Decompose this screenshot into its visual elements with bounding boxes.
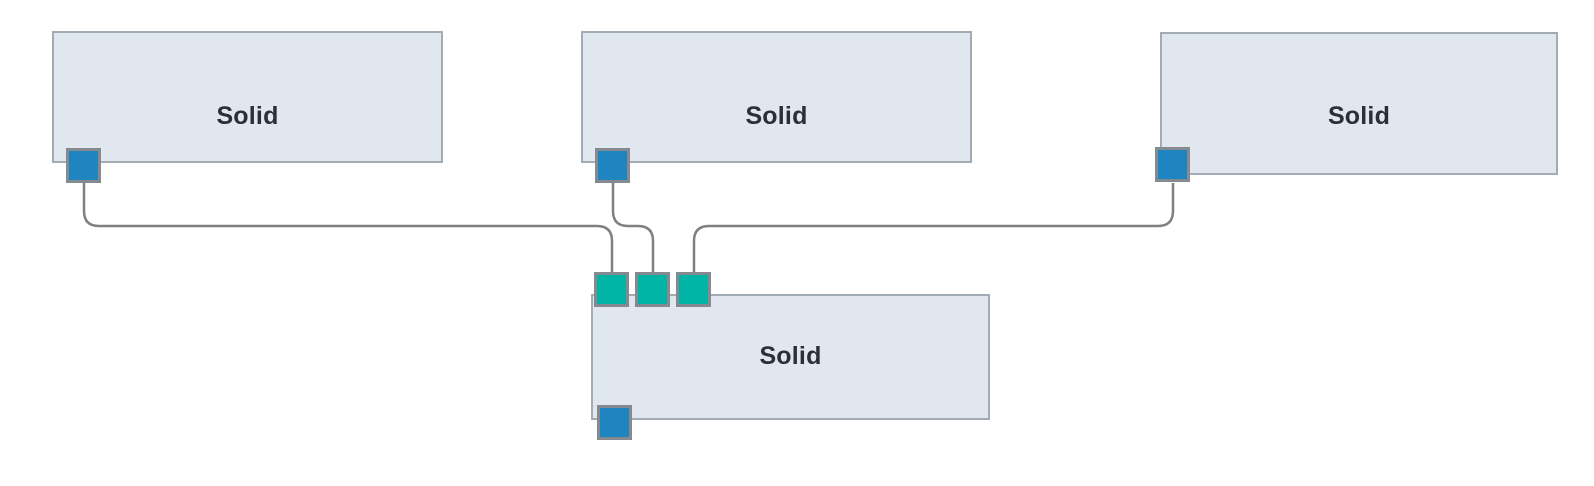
node-label: Solid [216,102,279,130]
connection-edge[interactable] [611,183,655,272]
graph-node[interactable]: Solid [1160,32,1558,175]
graph-node[interactable]: Solid [52,31,443,163]
graph-node[interactable]: Solid [591,294,990,420]
connection-edge[interactable] [82,183,614,272]
node-label: Solid [745,102,808,130]
graph-node[interactable]: Solid [581,31,972,163]
input-port-2[interactable] [635,272,670,307]
output-port[interactable] [66,148,101,183]
output-port[interactable] [595,148,630,183]
input-port-3[interactable] [676,272,711,307]
node-label: Solid [1327,102,1391,130]
input-port-1[interactable] [594,272,629,307]
output-port[interactable] [597,405,632,440]
output-port[interactable] [1155,147,1190,182]
connection-edge[interactable] [692,183,1175,272]
node-label: Solid [759,342,822,370]
edge-group [82,183,1175,272]
